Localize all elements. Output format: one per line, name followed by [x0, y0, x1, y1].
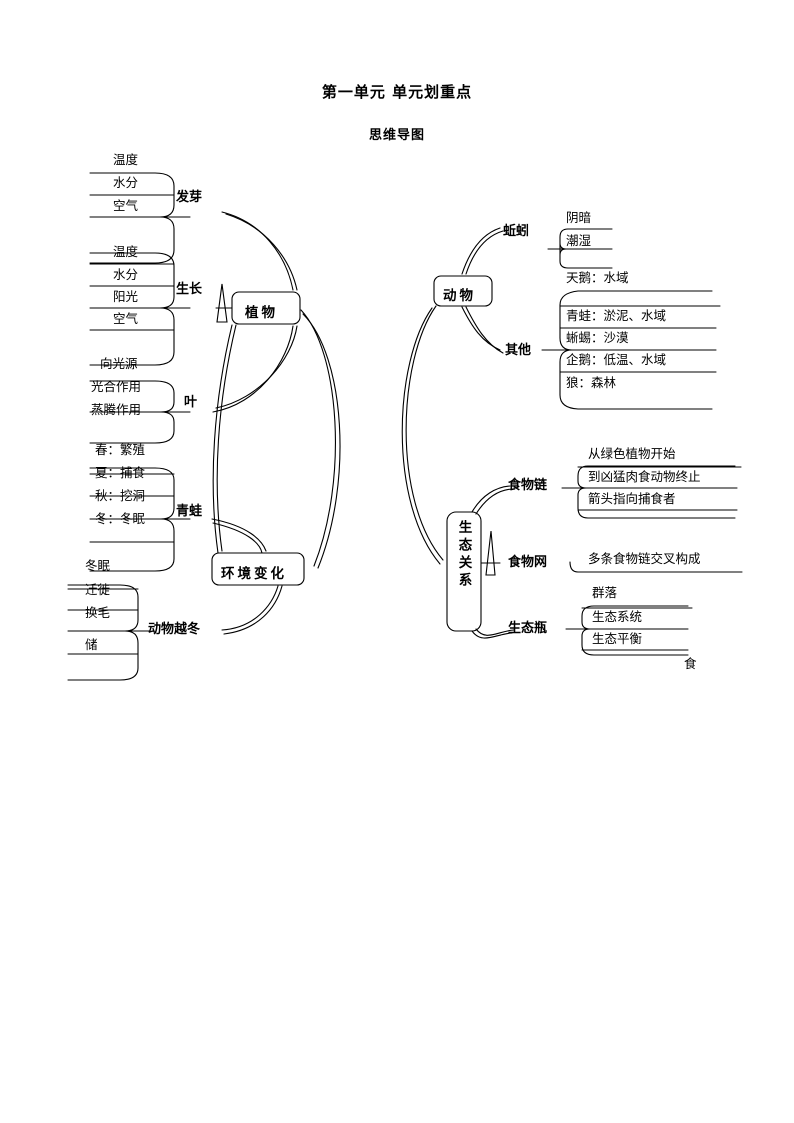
leaf-growth-2: 阳光	[113, 289, 139, 304]
branch-earthworm[interactable]: 蚯蚓	[503, 224, 530, 239]
taper-plant	[216, 283, 228, 323]
node-box-animal	[433, 275, 493, 307]
leaf-others-2: 蜥蜴：沙漠	[566, 330, 629, 345]
node-label-environment[interactable]: 环境变化	[221, 566, 287, 582]
leaf-foodchain-0: 从绿色植物开始	[588, 446, 676, 461]
leaf-overwinter-1: 迁徙	[85, 582, 111, 597]
leaf-others-4: 狼：森林	[566, 375, 617, 390]
leaf-overwinter-3: 储	[85, 637, 98, 652]
node-label-plant[interactable]: 植物	[245, 305, 278, 321]
connector-ecology-foodchain	[471, 485, 513, 515]
node-label-ecology[interactable]: 生态关系	[455, 520, 472, 590]
leaf-ecobottle-1: 生态系统	[592, 609, 643, 624]
leaf-overwinter-0: 冬眠	[85, 558, 111, 573]
bracket-ecobottle	[565, 605, 693, 656]
connector-plant-environment-left	[212, 324, 237, 554]
branch-foodchain[interactable]: 食物链	[508, 478, 548, 493]
bracket-leaf	[89, 380, 191, 444]
bracket-foodweb	[569, 561, 743, 573]
leaf-frog-1: 夏：捕食	[95, 465, 146, 480]
connector-animal-others	[461, 306, 504, 354]
bracket-growth	[89, 252, 191, 366]
bracket-foodchain	[561, 465, 742, 519]
leaf-earthworm-0: 阴暗	[566, 210, 592, 225]
connector-animal-earthworm	[461, 227, 504, 275]
leaf-germination-0: 温度	[113, 152, 139, 167]
bracket-others	[541, 290, 721, 410]
taper-ecology	[485, 530, 496, 576]
leaf-foodweb-0: 多条食物链交叉构成	[588, 551, 701, 566]
node-box-environment	[211, 552, 305, 586]
leaf-germination-2: 空气	[113, 198, 139, 213]
connector-germination-plant	[221, 211, 298, 291]
leaf-frog-3: 冬：冬眠	[95, 511, 146, 526]
branch-germination[interactable]: 发芽	[176, 190, 203, 205]
bracket-germination	[89, 172, 191, 264]
branch-foodweb[interactable]: 食物网	[508, 555, 548, 570]
connector-plant-environment-right	[300, 309, 341, 569]
leaf-germination-1: 水分	[113, 175, 139, 190]
node-label-animal[interactable]: 动物	[443, 288, 476, 304]
connector-animal-ecology	[401, 305, 444, 565]
leaf-others-1: 青蛙：淤泥、水域	[566, 308, 667, 323]
branch-ecobottle[interactable]: 生态瓶	[508, 621, 548, 636]
branch-overwinter[interactable]: 动物越冬	[148, 622, 201, 637]
page-title: 第一单元 单元划重点	[321, 83, 473, 101]
leaf-frog-0: 春：繁殖	[95, 442, 146, 457]
branch-leaf[interactable]: 叶	[184, 395, 198, 410]
leaf-foodchain-1: 到凶猛肉食动物终止	[588, 469, 701, 484]
leaf-overwinter-2: 换毛	[85, 605, 111, 620]
leaf-growth-1: 水分	[113, 267, 139, 282]
leaf-ecobottle-2: 生态平衡	[592, 631, 643, 646]
connector-frog-environment	[211, 518, 267, 554]
leaf-foodchain-2: 箭头指向捕食者	[588, 491, 676, 506]
leaf-leaf-1: 蒸腾作用	[91, 402, 142, 417]
leaf-ecobottle-0: 群落	[592, 585, 618, 600]
bracket-overwinter	[67, 584, 151, 681]
connector-ecology-ecobottle	[471, 628, 515, 639]
leaf-leaf-0: 光合作用	[91, 379, 142, 394]
branch-others[interactable]: 其他	[505, 343, 532, 358]
leaf-frog-2: 秋：挖洞	[95, 488, 146, 503]
branch-frog[interactable]: 青蛙	[176, 504, 203, 519]
node-box-ecology	[446, 511, 482, 632]
page-subtitle: 思维导图	[368, 128, 425, 143]
stray-character: 食	[684, 656, 697, 671]
bracket-earthworm	[547, 228, 613, 269]
leaf-others-0: 天鹅：水域	[566, 270, 629, 285]
leaf-growth-3: 空气	[113, 311, 139, 326]
branch-growth[interactable]: 生长	[176, 282, 203, 297]
leaf-others-3: 企鹅：低温、水域	[566, 352, 667, 367]
leaf-growth-4: 向光源	[100, 356, 138, 371]
bracket-frog	[89, 467, 191, 572]
leaf-earthworm-1: 潮湿	[566, 233, 592, 248]
connector-overwinter-environment	[221, 585, 283, 635]
leaf-growth-0: 温度	[113, 244, 139, 259]
connector-leaf-plant	[212, 325, 298, 413]
